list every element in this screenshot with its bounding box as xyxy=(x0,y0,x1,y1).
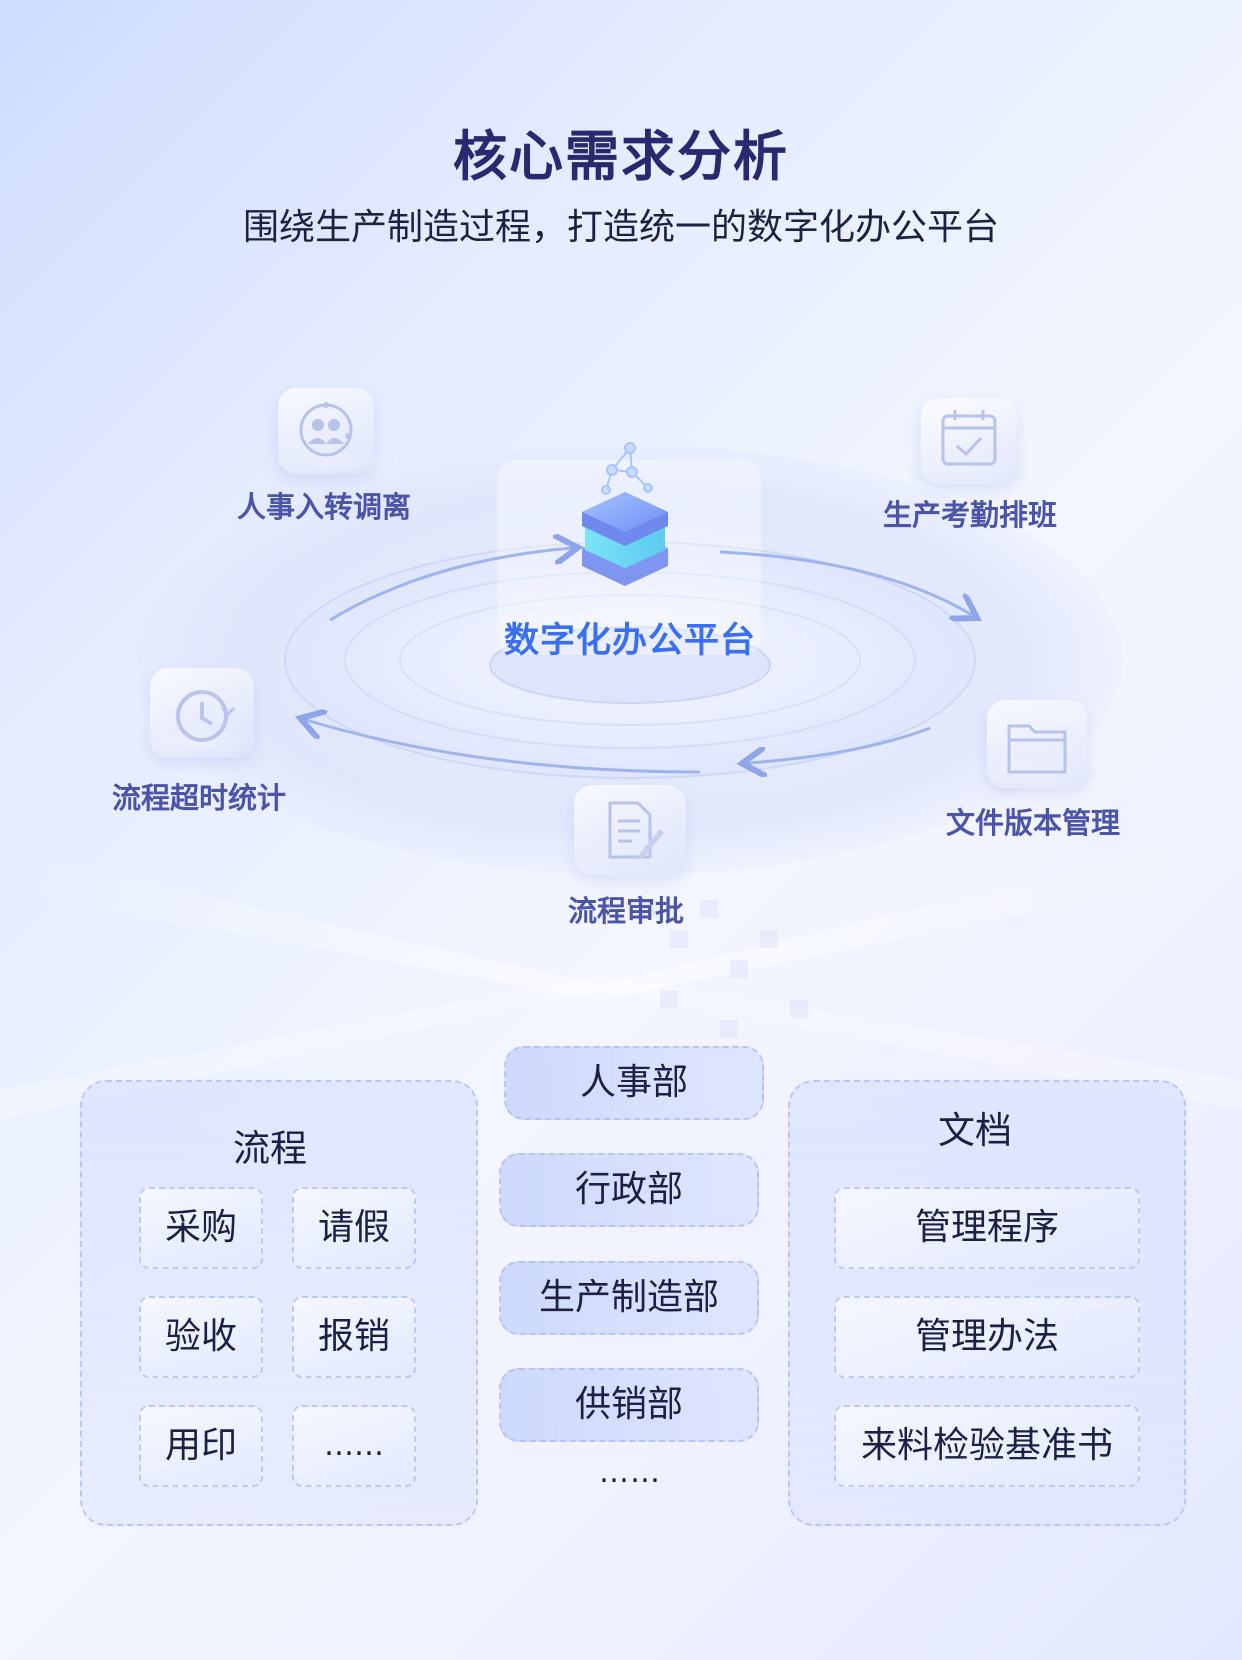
page-title: 核心需求分析 xyxy=(453,125,789,188)
feature-timeout xyxy=(130,668,330,788)
document-edit-icon xyxy=(574,785,686,875)
dept-supply-sales[interactable]: 供销部 xyxy=(499,1368,759,1442)
feature-label: 生产考勤排班 xyxy=(883,498,1058,532)
document-item-procedures[interactable]: 管理程序 xyxy=(834,1187,1140,1269)
process-panel-title: 流程 xyxy=(233,1127,307,1170)
process-item-leave[interactable]: 请假 xyxy=(292,1187,416,1269)
feature-label: 流程超时统计 xyxy=(112,781,287,815)
page-subtitle: 围绕生产制造过程，打造统一的数字化办公平台 xyxy=(242,207,999,248)
dept-hr[interactable]: 人事部 xyxy=(504,1046,764,1120)
feature-approval xyxy=(560,785,700,885)
document-item-measures[interactable]: 管理办法 xyxy=(834,1296,1140,1378)
clock-icon xyxy=(150,668,254,758)
dept-manufacturing[interactable]: 生产制造部 xyxy=(499,1261,759,1335)
document-item-inspection-standard[interactable]: 来料检验基准书 xyxy=(834,1405,1140,1487)
calendar-check-icon xyxy=(921,398,1017,484)
feature-attendance xyxy=(895,398,1095,518)
process-item-more[interactable]: …… xyxy=(292,1405,416,1487)
process-item-purchase[interactable]: 采购 xyxy=(139,1187,263,1269)
dept-more: …… xyxy=(599,1455,661,1490)
process-item-acceptance[interactable]: 验收 xyxy=(139,1296,263,1378)
folder-icon xyxy=(987,700,1087,788)
feature-hr-transfer xyxy=(230,388,430,528)
people-group-icon xyxy=(278,388,374,474)
feature-label: 人事入转调离 xyxy=(237,490,412,524)
feature-file-version xyxy=(975,700,1135,820)
feature-label: 流程审批 xyxy=(568,894,685,928)
feature-label: 文件版本管理 xyxy=(946,806,1121,840)
process-item-reimbursement[interactable]: 报销 xyxy=(292,1296,416,1378)
dept-admin[interactable]: 行政部 xyxy=(499,1153,759,1227)
platform-center-label: 数字化办公平台 xyxy=(503,621,756,661)
documents-panel-title: 文档 xyxy=(938,1109,1012,1152)
process-item-seal[interactable]: 用印 xyxy=(139,1405,263,1487)
platform-cube-icon xyxy=(582,492,668,586)
